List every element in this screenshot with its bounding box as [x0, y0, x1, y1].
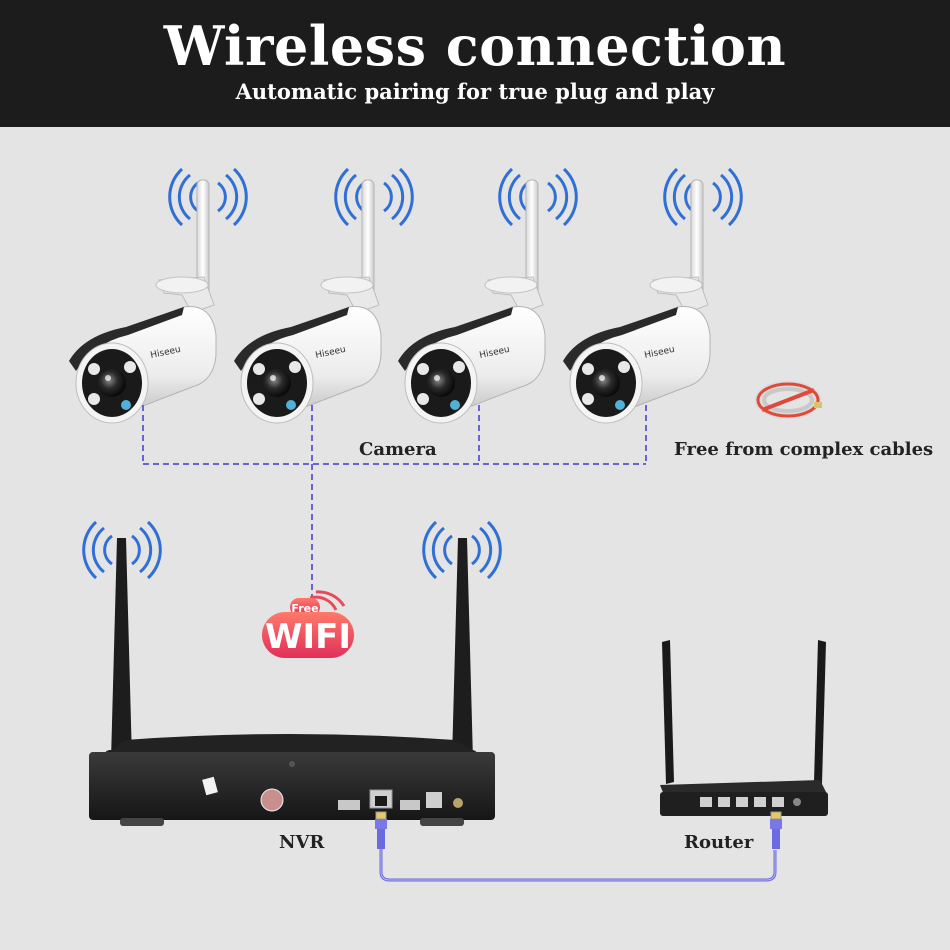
ethernet-cable [379, 845, 777, 882]
camera-icon [397, 179, 546, 424]
cables-label: Free from complex cables [674, 439, 934, 460]
router-label: Router [684, 832, 754, 853]
wifi-badge-small: Free [291, 602, 318, 615]
header-banner: Wireless connection Automatic pairing fo… [0, 0, 950, 127]
camera-label: Camera [359, 439, 437, 460]
wifi-badge-icon: Free WIFI [262, 590, 354, 658]
camera-icon [68, 179, 217, 424]
wifi-badge-big: WIFI [265, 617, 351, 657]
page-title: Wireless connection [163, 14, 787, 78]
nvr-label: NVR [279, 832, 325, 853]
page-subtitle: Automatic pairing for true plug and play [235, 79, 715, 104]
nvr-icon [89, 734, 495, 826]
ethernet-plug-icon [374, 811, 388, 850]
camera-icon [562, 179, 711, 424]
cable-icon [755, 381, 822, 419]
router-icon [660, 640, 828, 816]
camera-icon [233, 179, 382, 424]
ethernet-plug-icon [769, 811, 783, 850]
camera-wireless-links [142, 405, 647, 600]
